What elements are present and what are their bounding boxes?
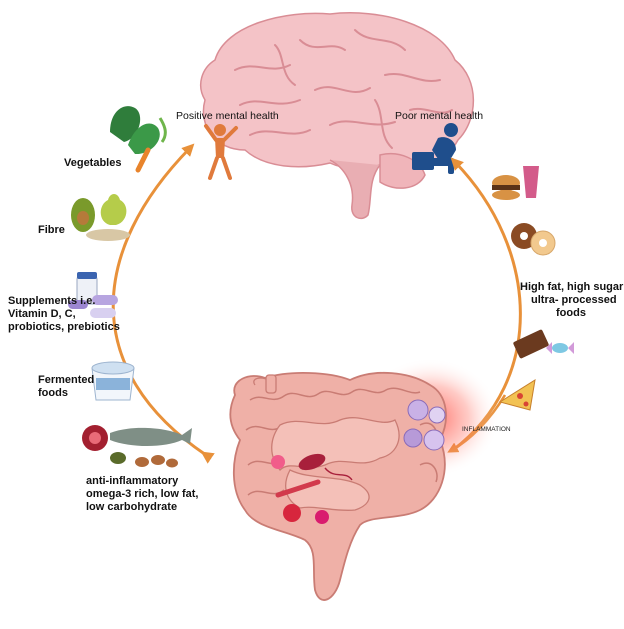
poor-mental-health-label: Poor mental health [395,110,483,122]
fibre-icon [71,194,130,241]
poor-person-icon [412,123,458,174]
anti-inflammatory-label-line2: omega-3 rich, low fat, [86,488,198,500]
fermented-label-line1: Fermented [38,374,94,386]
pizza-icon [498,378,536,411]
burger-drink-icon [492,166,539,200]
high-fat-label-line1: High fat, high sugar [520,281,624,293]
supplements-label-line1: Supplements i.e. [8,295,95,307]
inflammation-label: INFLAMMATION [462,426,511,433]
donuts-icon [511,223,556,256]
fermented-foods-icon [91,361,135,401]
high-fat-label-line3: foods [556,307,586,319]
positive-person-icon [204,124,238,180]
anti-inflammatory-label-line3: low carbohydrate [86,501,177,513]
anti-inflammatory-label-line1: anti-inflammatory [86,475,179,487]
supplements-label-line2: Vitamin D, C, [8,308,76,320]
fermented-label-line2: foods [38,387,68,399]
left-arrow [111,143,215,464]
high-fat-label-line2: ultra- processed [531,294,617,306]
anti-inflammatory-foods-icon [82,425,192,468]
chocolate-candy-icon [513,329,574,359]
supplements-label-line3: probiotics, prebiotics [8,321,120,333]
gut-illustration [229,371,447,601]
fibre-label: Fibre [38,224,65,236]
vegetables-label: Vegetables [64,157,121,169]
positive-mental-health-label: Positive mental health [176,110,279,122]
vegetables-icon [110,106,167,173]
immune-cells [403,399,446,451]
supplements-icon [68,272,118,318]
